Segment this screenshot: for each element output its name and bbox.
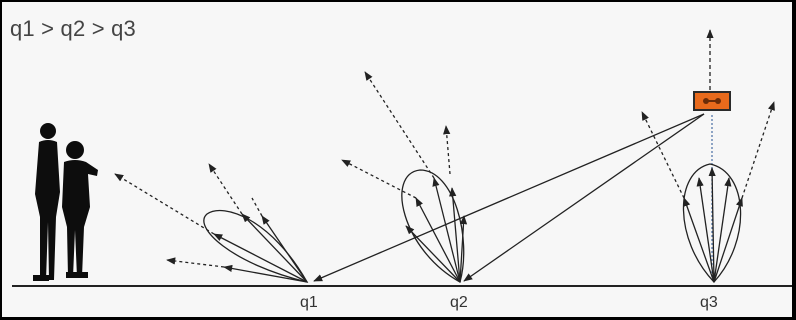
point-label-q1: q1 bbox=[300, 294, 318, 311]
point-label-q3: q3 bbox=[700, 294, 718, 311]
point-label-q2: q2 bbox=[450, 294, 468, 311]
reflection-lobe-q1 bbox=[114, 163, 309, 283]
diagram-canvas: q1 q2 q3 bbox=[12, 29, 792, 311]
reflection-lobe-q2 bbox=[341, 71, 468, 283]
luminaire-icon bbox=[693, 29, 731, 111]
source-rays bbox=[313, 113, 713, 282]
diagram-frame: q1 > q2 > q3 bbox=[2, 2, 792, 317]
ray-to-q2 bbox=[463, 113, 705, 282]
condition-text: q1 > q2 > q3 bbox=[10, 16, 136, 41]
ray-to-q1 bbox=[313, 113, 705, 282]
reflection-lobe-q3 bbox=[641, 101, 775, 283]
people-silhouette-icon bbox=[33, 123, 98, 281]
